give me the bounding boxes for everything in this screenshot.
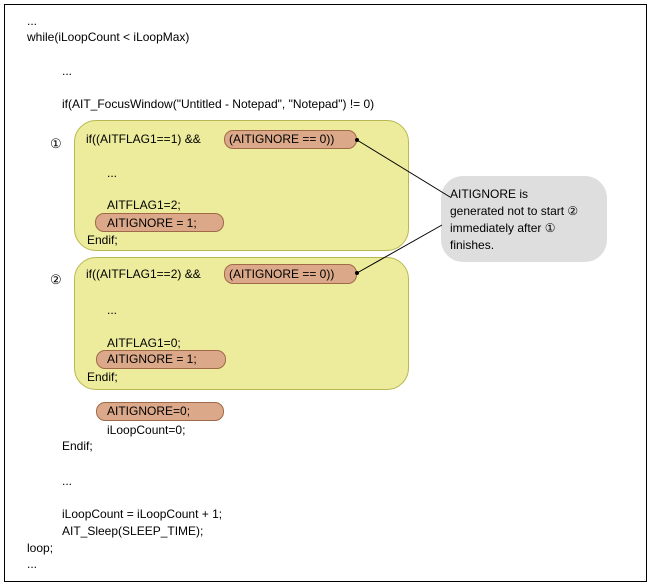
diagram-frame	[4, 4, 647, 582]
connector-line-1	[356, 139, 451, 198]
connector-dot-1	[355, 138, 359, 142]
connector-dot-2	[355, 271, 359, 275]
b1-condition: (AITIGNORE == 0))	[229, 132, 335, 146]
code-dots-1: ...	[62, 64, 73, 78]
code-if-focus: if(AIT_FocusWindow("Untitled - Notepad",…	[62, 97, 375, 111]
code-reset-count: iLoopCount=0;	[107, 423, 186, 437]
reset-highlight	[96, 402, 224, 421]
code-endif: Endif;	[62, 439, 93, 453]
b2-dots: ...	[107, 303, 118, 317]
b2-ignore: AITIGNORE = 1;	[107, 352, 197, 366]
code-while: while(iLoopCount < iLoopMax)	[27, 30, 190, 44]
code-loop: loop;	[27, 541, 54, 555]
code-line-end: ...	[27, 557, 38, 571]
b1-if-prefix: if((AITFLAG1==1) &&	[86, 132, 205, 146]
callout-line-2: generated not to start ②	[450, 204, 579, 218]
b2-if-prefix: if((AITFLAG1==2) &&	[86, 267, 205, 281]
b1-flag: AITFLAG1=2;	[107, 198, 181, 212]
b1-endif: Endif;	[87, 233, 118, 247]
ignore-highlight-1	[95, 213, 224, 232]
marker-two: ②	[50, 272, 62, 287]
b2-endif: Endif;	[87, 370, 118, 384]
b2-condition: (AITIGNORE == 0))	[229, 267, 335, 281]
code-dots-2: ...	[62, 474, 73, 488]
code-increment: iLoopCount = iLoopCount + 1;	[62, 507, 223, 521]
callout-line-4: finishes.	[450, 238, 495, 252]
callout-bubble	[441, 176, 607, 262]
callout-line-1: AITIGNORE is	[450, 187, 529, 201]
connector-line-2	[356, 224, 443, 274]
b2-flag: AITFLAG1=0;	[107, 336, 181, 350]
ignore-highlight-2	[96, 350, 226, 369]
b1-dots: ...	[107, 166, 118, 180]
code-reset-ignore: AITIGNORE=0;	[107, 404, 191, 418]
callout-line-3: immediately after ①	[450, 221, 556, 235]
b1-ignore: AITIGNORE = 1;	[107, 216, 197, 230]
marker-one: ①	[50, 136, 62, 151]
code-sleep: AIT_Sleep(SLEEP_TIME);	[62, 524, 204, 538]
code-line-start: ...	[27, 14, 38, 28]
